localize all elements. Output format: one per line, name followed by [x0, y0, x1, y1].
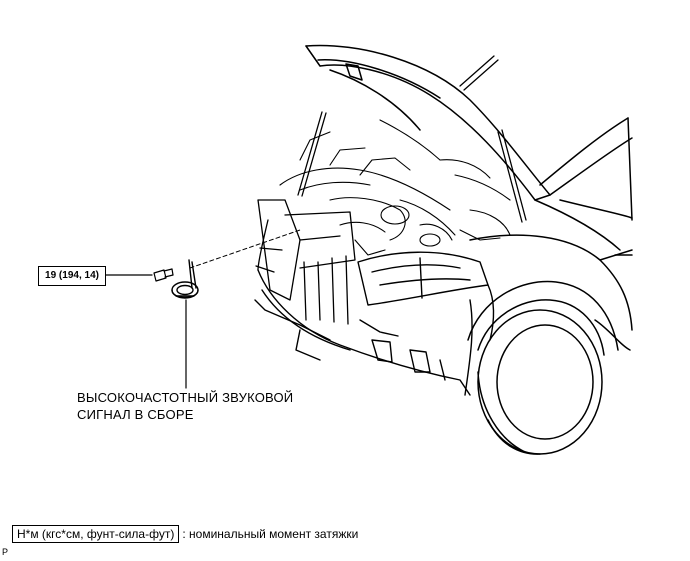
headlamp	[357, 251, 489, 306]
torque-unit-box: Н*м (кгс*см, фунт-сила-фут)	[12, 525, 180, 543]
hood-strut	[297, 55, 527, 223]
torque-legend: Н*м (кгс*см, фунт-сила-фут) : номинальны…	[12, 525, 358, 543]
engine-compartment	[279, 119, 511, 256]
bolt-icon	[153, 268, 174, 282]
radiator-support	[255, 199, 356, 325]
part-name-line-2: СИГНАЛ В СБОРЕ	[77, 407, 194, 422]
hood-panel	[305, 44, 551, 201]
part-name-label: ВЫСОКОЧАСТОТНЫЙ ЗВУКОВОЙ СИГНАЛ В СБОРЕ	[77, 389, 293, 423]
front-bumper	[254, 269, 495, 396]
front-wheel	[467, 280, 619, 455]
torque-callout-box: 19 (194, 14)	[38, 266, 106, 286]
part-name-line-1: ВЫСОКОЧАСТОТНЫЙ ЗВУКОВОЙ	[77, 390, 294, 405]
illustration-code: P	[2, 547, 9, 557]
mount-leader-dashed	[189, 229, 301, 269]
vehicle-body	[469, 117, 633, 351]
torque-legend-text: : номинальный момент затяжки	[182, 527, 359, 541]
horn-assembly	[171, 259, 199, 299]
